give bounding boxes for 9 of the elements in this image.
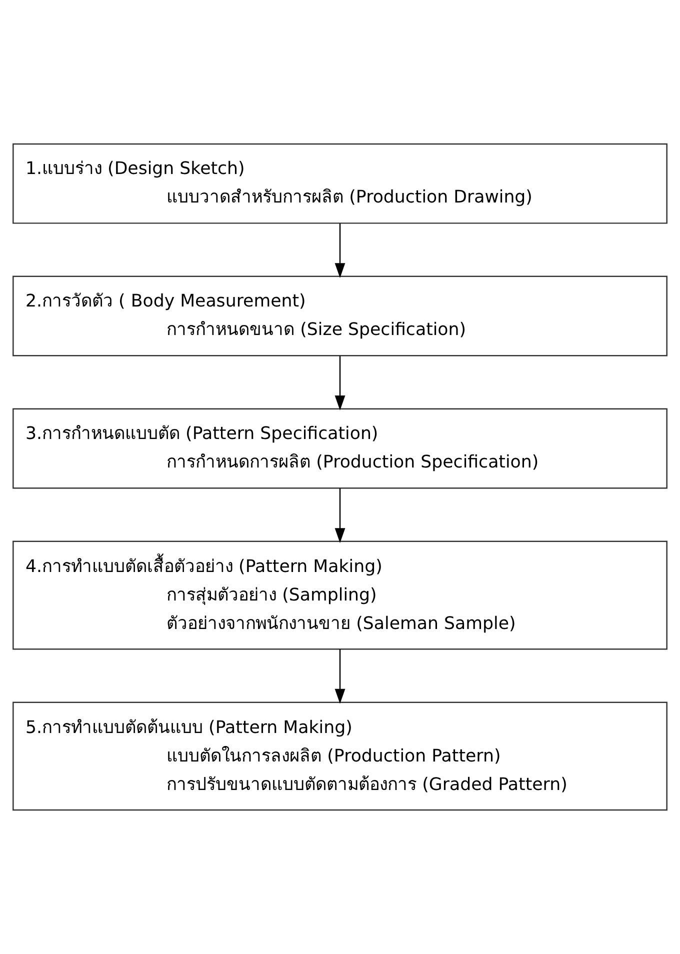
node-box: 3.การกำหนดแบบตัด (Pattern Specification) การกำหนดการผลิต (Production Specification) — [12, 408, 668, 489]
arrow — [334, 223, 346, 278]
node-box: 1.แบบร่าง (Design Sketch) แบบวาดสำหรับการผลิต (Production Drawing) — [12, 143, 668, 224]
node-box: 4.การทำแบบตัดเสื้อตัวอย่าง (Pattern Making) การสุ่มตัวอย่าง (Sampling) ตัวอย่างจากพนักงานขาย (Saleman Sample) — [12, 540, 668, 650]
arrow — [334, 356, 346, 410]
arrow — [334, 649, 346, 704]
node-box: 2.การวัดตัว ( Body Measurement) การกำหนดขนาด (Size Specification) — [12, 276, 668, 356]
arrow — [334, 488, 346, 544]
node-box: 5.การทำแบบตัดต้นแบบ (Pattern Making) แบบตัดในการลงผลิต (Production Pattern) การปรับขนาดแบบตัดตามต้องการ (Graded Pattern) — [12, 702, 668, 811]
